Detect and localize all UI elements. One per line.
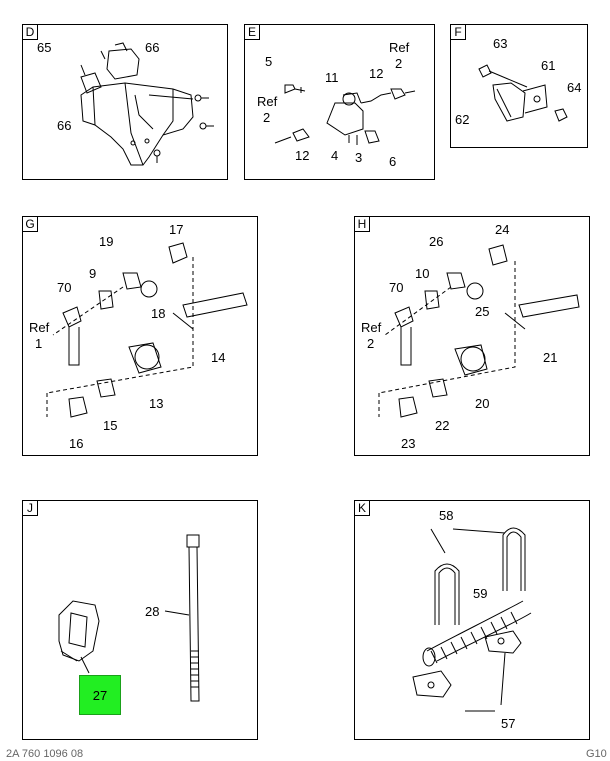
callout-19: 19 <box>99 234 114 249</box>
highlight-label: 27 <box>92 687 108 703</box>
callout-59: 59 <box>473 586 488 601</box>
u-clamp-spring-drawing <box>412 527 532 712</box>
panel-j: J 28 27 <box>22 500 258 740</box>
callout-26: 26 <box>429 234 444 249</box>
callout-66-top: 66 <box>145 40 160 55</box>
callout-1: 1 <box>35 336 43 351</box>
callout-64: 64 <box>567 80 582 95</box>
fitting-assembly-drawing-g <box>46 242 248 418</box>
callout-2-left: 2 <box>263 110 271 125</box>
callout-70: 70 <box>389 280 404 295</box>
callout-5: 5 <box>265 54 273 69</box>
callout-3: 3 <box>355 150 363 165</box>
panel-label-g: G <box>23 217 38 232</box>
callout-2-top: 2 <box>395 56 403 71</box>
panel-label-f: F <box>451 25 466 40</box>
callout-ref-left: Ref <box>257 94 278 109</box>
callout-ref: Ref <box>29 320 50 335</box>
cable-tie-clip-drawing <box>58 534 200 702</box>
callout-21: 21 <box>543 350 558 365</box>
callout-ref: Ref <box>361 320 382 335</box>
panel-d: D 65 66 66 <box>22 24 228 180</box>
callout-14: 14 <box>211 350 226 365</box>
valve-assembly-drawing <box>274 84 416 145</box>
panel-k: K 58 59 57 <box>354 500 590 740</box>
callout-65: 65 <box>37 40 52 55</box>
callout-66-left: 66 <box>57 118 72 133</box>
callout-11: 11 <box>325 70 339 85</box>
callout-9: 9 <box>89 266 97 281</box>
bracket-bolt-drawing <box>478 64 568 122</box>
callout-6: 6 <box>389 154 397 169</box>
panel-label-d: D <box>23 25 38 40</box>
callout-10: 10 <box>415 266 430 281</box>
footer-left: 2A 760 1096 08 <box>6 748 84 760</box>
callout-58: 58 <box>439 508 454 523</box>
callout-2: 2 <box>367 336 375 351</box>
callout-57: 57 <box>501 716 516 731</box>
panel-h: H 24 26 10 70 25 Ref 2 21 20 22 23 <box>354 216 590 456</box>
panel-label-h: H <box>355 217 370 232</box>
footer-right: G10 <box>586 748 607 760</box>
callout-18: 18 <box>151 306 166 321</box>
callout-25: 25 <box>475 304 490 319</box>
panel-label-k: K <box>355 501 370 516</box>
callout-12-bottom: 12 <box>295 148 310 163</box>
fitting-assembly-drawing-h <box>378 244 580 418</box>
panel-label-e: E <box>245 25 260 40</box>
callout-62: 62 <box>455 112 470 127</box>
callout-4: 4 <box>331 148 339 163</box>
callout-22: 22 <box>435 418 450 433</box>
callout-12-top: 12 <box>369 66 384 81</box>
callout-ref-top: Ref <box>389 40 410 55</box>
callout-17: 17 <box>169 222 184 237</box>
callout-63: 63 <box>493 36 508 51</box>
bracket-assembly-drawing <box>80 42 214 166</box>
callout-61: 61 <box>541 58 556 73</box>
callout-13: 13 <box>149 396 164 411</box>
panel-g: G 17 19 9 70 18 Ref 1 14 13 15 16 <box>22 216 258 456</box>
panel-f: F 63 61 64 62 <box>450 24 588 148</box>
callout-23: 23 <box>401 436 416 451</box>
callout-28: 28 <box>145 604 160 619</box>
callout-16: 16 <box>69 436 84 451</box>
callout-70: 70 <box>57 280 72 295</box>
callout-15: 15 <box>103 418 118 433</box>
callout-24: 24 <box>495 222 510 237</box>
callout-20: 20 <box>475 396 490 411</box>
panel-label-j: J <box>23 501 38 516</box>
highlighted-part-27[interactable]: 27 <box>79 675 121 715</box>
panel-e: E 5 11 12 Ref 2 Ref 2 12 4 3 6 <box>244 24 435 180</box>
